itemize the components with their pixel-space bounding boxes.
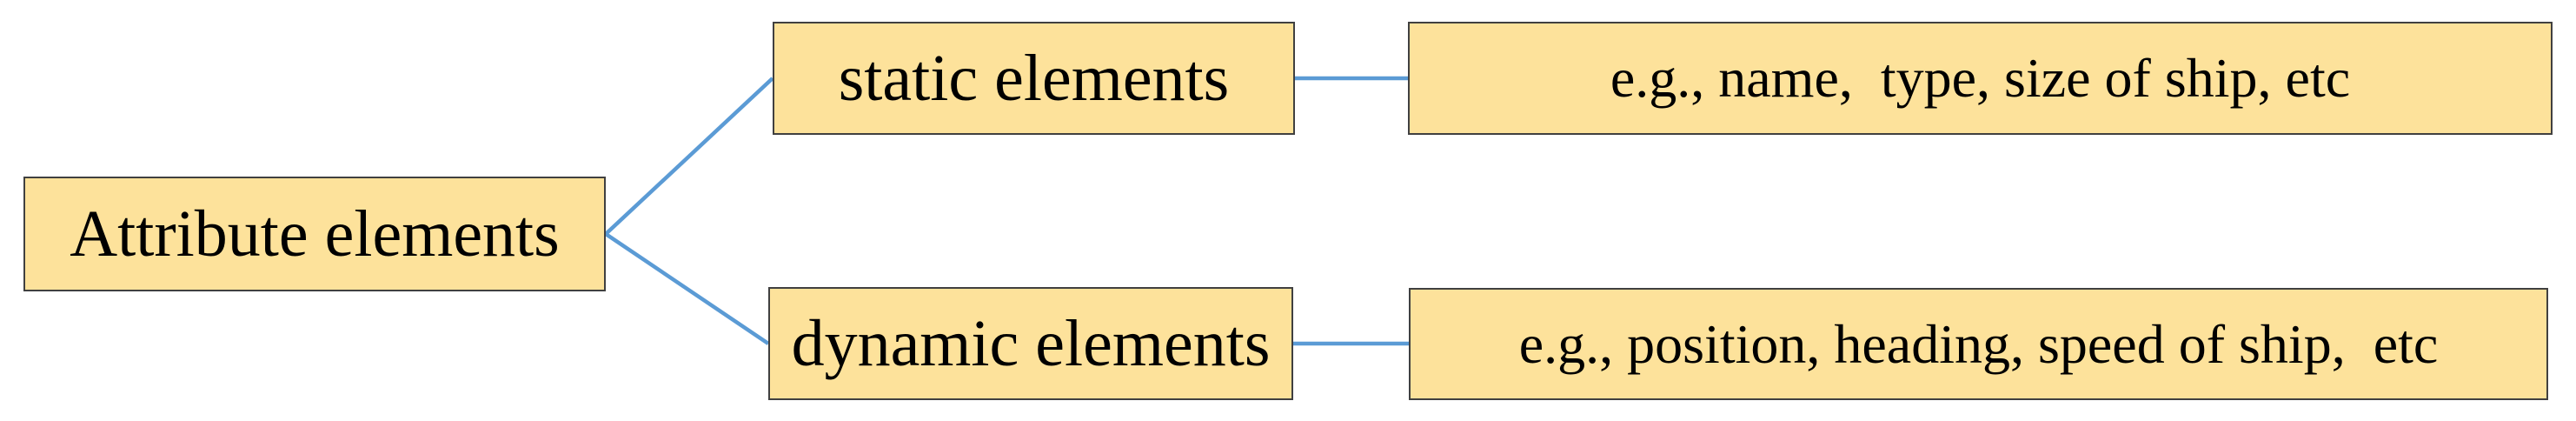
node-dynamic-elements: dynamic elements bbox=[768, 287, 1293, 400]
node-attribute-elements-label: Attribute elements bbox=[70, 197, 560, 271]
node-attribute-elements: Attribute elements bbox=[23, 177, 606, 291]
node-dynamic-examples: e.g., position, heading, speed of ship, … bbox=[1409, 288, 2548, 400]
connector-root-to-static bbox=[604, 77, 774, 236]
connector-root-to-dynamic bbox=[604, 232, 770, 345]
node-dynamic-examples-label: e.g., position, heading, speed of ship, … bbox=[1518, 312, 2439, 375]
node-dynamic-elements-label: dynamic elements bbox=[791, 307, 1271, 380]
node-static-examples-label: e.g., name, type, size of ship, etc bbox=[1610, 47, 2351, 109]
node-static-examples: e.g., name, type, size of ship, etc bbox=[1408, 22, 2553, 135]
node-static-elements-label: static elements bbox=[838, 42, 1230, 115]
node-static-elements: static elements bbox=[773, 22, 1295, 135]
